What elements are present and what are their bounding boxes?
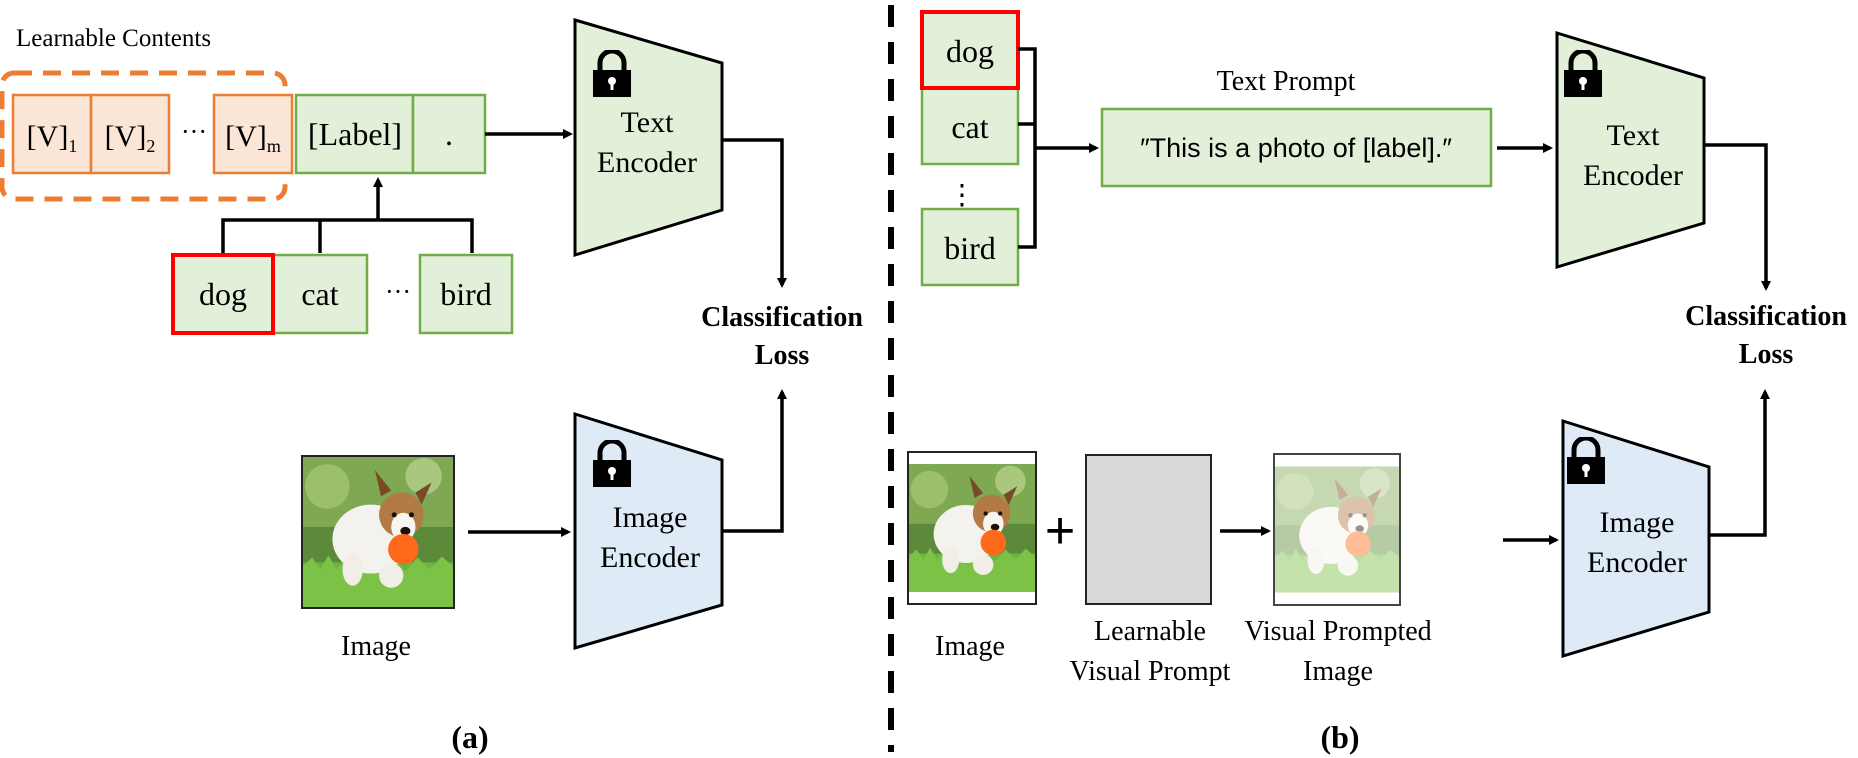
class-cat: cat <box>271 253 369 335</box>
caption-a: (a) <box>451 719 488 755</box>
token-ellipsis: ··· <box>181 117 207 146</box>
text-prompt-text: ″This is a photo of [label].″ <box>1140 133 1452 163</box>
token-sub: 2 <box>146 136 155 156</box>
class-cat-b: cat <box>920 86 1020 166</box>
panel-a: Learnable Contents [V]1 [V]2 ··· [V]m [L… <box>0 17 863 755</box>
class-dog-text: dog <box>946 33 994 69</box>
text-encoder-to-loss-arrow-b <box>1704 143 1771 291</box>
learnable-prompt-label-2: Visual Prompt <box>1070 656 1231 687</box>
text-encoder-label-1: Text <box>621 106 675 139</box>
class-vertical-ellipsis: ⋮ <box>948 180 976 211</box>
image-encoder-to-loss-arrow-b <box>1709 389 1770 537</box>
learnable-contents-label: Learnable Contents <box>16 25 211 52</box>
token-sub: 1 <box>68 136 77 156</box>
image-encoder-label-1: Image <box>1600 506 1675 539</box>
svg-text:[V]m: [V]m <box>225 120 281 156</box>
token-base: [V] <box>225 120 267 153</box>
label-token: [Label] <box>294 93 415 175</box>
loss-a: Classification Loss <box>701 302 863 371</box>
input-image-a <box>301 455 455 609</box>
text-encoder-label-2: Encoder <box>1583 159 1683 192</box>
period-token-text: . <box>445 116 453 152</box>
image-label-b: Image <box>935 631 1005 662</box>
image-encoder-to-loss-arrow <box>722 389 787 533</box>
label-token-text: [Label] <box>308 116 402 152</box>
text-prompt-box: ″This is a photo of [label].″ <box>1100 107 1493 188</box>
plus-sign: + <box>1045 502 1075 560</box>
learnable-token-1: [V]1 <box>11 93 93 175</box>
class-dog-b-selected: dog <box>920 10 1020 90</box>
learnable-token-2: [V]2 <box>89 93 171 175</box>
image-encoder-b: Image Encoder <box>1561 418 1711 659</box>
class-cat-text: cat <box>301 276 338 312</box>
prompted-image-label-2: Image <box>1303 656 1373 687</box>
svg-text:[V]2: [V]2 <box>105 120 156 156</box>
class-dog-text: dog <box>199 276 247 312</box>
loss-label-2: Loss <box>1739 339 1794 370</box>
class-bird-text: bird <box>440 276 492 312</box>
token-base: [V] <box>105 120 147 153</box>
text-encoder-a: Text Encoder <box>573 17 724 258</box>
loss-label-2: Loss <box>755 340 810 371</box>
text-encoder-b: Text Encoder <box>1555 30 1706 270</box>
image-encoder-a: Image Encoder <box>573 411 724 651</box>
class-bird: bird <box>418 253 514 335</box>
svg-text:[V]1: [V]1 <box>27 120 78 156</box>
text-encoder-to-loss-arrow <box>722 138 787 288</box>
class-dog-selected: dog <box>171 253 275 335</box>
image-encoder-label-1: Image <box>613 501 688 534</box>
class-ellipsis: ··· <box>385 277 411 306</box>
panel-b: cat dog ⋮ bird Text Prompt ″This is a ph… <box>907 10 1847 755</box>
class-tree-connector <box>221 218 474 253</box>
class-cat-text: cat <box>951 109 988 145</box>
period-token: . <box>411 93 487 175</box>
class-merge-connector <box>1018 47 1037 249</box>
class-bird-b: bird <box>920 207 1020 287</box>
visual-prompted-image <box>1273 453 1401 606</box>
learnable-token-m: [V]m <box>212 93 294 175</box>
loss-label-1: Classification <box>701 302 863 333</box>
token-base: [V] <box>27 120 69 153</box>
class-bird-text: bird <box>944 230 996 266</box>
input-image-b <box>907 451 1037 605</box>
loss-label-1: Classification <box>1685 301 1847 332</box>
token-sub: m <box>267 136 281 156</box>
image-encoder-label-2: Encoder <box>600 541 700 574</box>
prompted-image-label-1: Visual Prompted <box>1244 616 1431 647</box>
learnable-prompt-label-1: Learnable <box>1094 616 1206 647</box>
text-encoder-label-1: Text <box>1607 119 1661 152</box>
learnable-visual-prompt <box>1085 454 1212 605</box>
text-encoder-label-2: Encoder <box>597 146 697 179</box>
caption-b: (b) <box>1320 719 1359 755</box>
image-encoder-label-2: Encoder <box>1587 546 1687 579</box>
text-prompt-title: Text Prompt <box>1217 66 1356 97</box>
loss-b: Classification Loss <box>1685 301 1847 370</box>
image-label-a: Image <box>341 631 411 662</box>
